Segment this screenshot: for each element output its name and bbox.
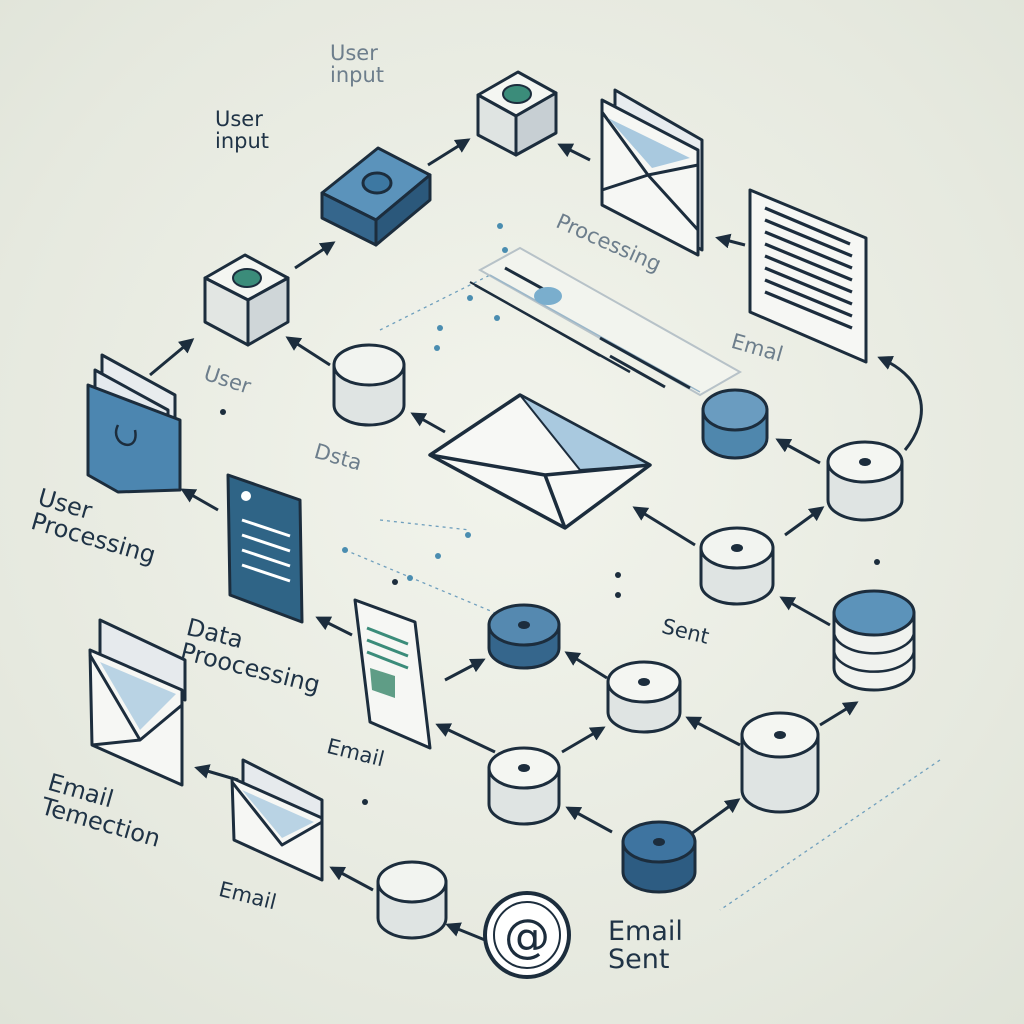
node-dot [731,544,743,552]
node-cylinder-right [740,711,820,814]
arrow [435,723,496,754]
email-document-top [600,88,704,257]
node-dot [774,731,786,739]
node-dot [638,678,650,686]
arrow [315,616,353,637]
arrow [784,506,825,537]
arrow [715,233,746,249]
label-email-sent: Email Sent [608,916,683,976]
cylinder-nodes [332,343,916,940]
data-panel [469,246,743,397]
blue-disc-bottom [621,820,697,894]
label-user-input-left: User input [215,107,270,154]
arrow [410,412,446,434]
arrow [775,438,821,465]
arrow [427,138,471,167]
node-cylinder-bottom [376,860,448,940]
node-dot [653,838,665,846]
data-cylinder [332,343,406,427]
sent-disc [699,526,775,606]
node-disc-low [487,746,561,826]
node-disc-mid [606,660,682,734]
arrow [564,651,608,680]
flow-arrows [149,138,923,942]
arrow [565,806,613,834]
at-symbol-glyph: @ [504,909,550,963]
node-dot [859,458,871,466]
arrow [877,355,923,451]
arrow [444,658,486,682]
arrow [285,336,331,367]
blue-disc-a [487,603,561,670]
email-checklist-document [353,598,432,750]
email-temection-envelope [88,618,187,787]
email-text-document [748,188,868,364]
arrow [445,922,486,942]
arrow [329,866,374,892]
data-processing-document [226,473,304,624]
arrow [180,488,219,512]
connector-dots [220,223,880,805]
arrow [561,726,606,754]
node-dot [518,764,530,772]
arrow [149,338,195,377]
blue-disc-right [701,388,769,460]
database-stack [832,589,916,692]
arrow [819,701,859,727]
user-processing-folder [86,353,182,494]
node-dot [518,621,530,629]
arrow [632,506,696,547]
at-symbol-icon: @ [483,891,571,979]
input-button-cube [320,146,432,247]
arrow [779,596,831,627]
email-envelope-center [428,393,652,530]
arrow [557,143,591,162]
guide-lines [344,259,941,911]
email-bottom-envelope [230,758,324,882]
node-disc-right [826,440,904,522]
arrow [685,716,741,747]
user-cube-left [203,253,290,347]
arrow [294,241,336,270]
label-user-input-top: User input [330,41,385,88]
user-input-cube-top [476,70,558,157]
